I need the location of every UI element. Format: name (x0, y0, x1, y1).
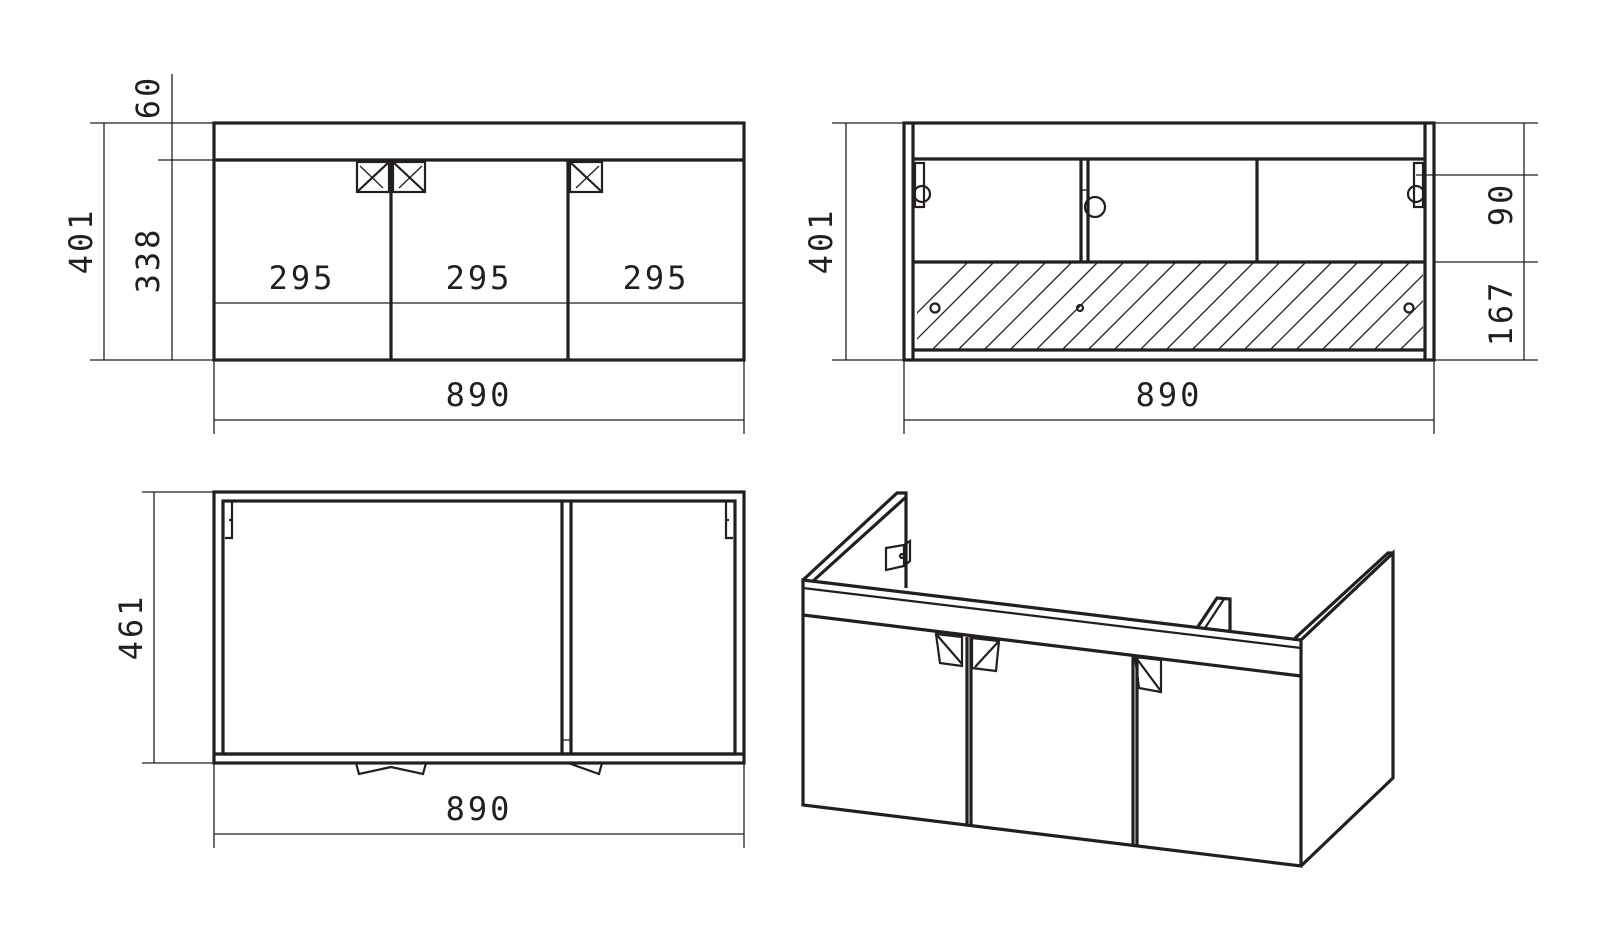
total-height-label: 401 (62, 208, 100, 275)
hatch-line (1139, 262, 1229, 350)
front-outline (212, 121, 746, 362)
back-width-dimension (903, 360, 1435, 434)
iso-left-back-panel (801, 491, 908, 588)
hatch-line (1165, 262, 1255, 350)
hatch-line (1347, 274, 1423, 350)
top-width-dimension (213, 763, 745, 848)
hatch-line (1191, 262, 1281, 350)
hatch-line (1373, 300, 1423, 350)
hatch-line (1295, 262, 1385, 350)
door-handle (355, 160, 391, 194)
hanger-bracket (225, 499, 234, 540)
hatch-line (931, 262, 1021, 350)
hatch-line (1087, 262, 1177, 350)
hatch-line (1399, 326, 1423, 350)
back-total-height-label: 401 (802, 208, 840, 275)
door-width-1-label: 295 (269, 259, 336, 297)
door-width-2-label: 295 (446, 259, 513, 297)
handle-top-view (567, 761, 604, 776)
hanger-bracket (724, 499, 733, 540)
hatch-line (1269, 262, 1359, 350)
iso-right-side (1299, 549, 1395, 868)
mount-hole (929, 302, 941, 314)
front-height-dimensions (90, 74, 214, 361)
hatched-panel (917, 262, 1423, 350)
depth-label: 461 (112, 594, 150, 661)
hatch-line (917, 262, 969, 314)
iso-handle (934, 632, 1001, 673)
door-width-3-label: 295 (623, 259, 690, 297)
door-handle (568, 160, 604, 194)
front-width-label: 890 (446, 376, 513, 414)
top-outline (212, 490, 746, 765)
hanger-bracket (1406, 161, 1426, 209)
hatch-line (1009, 262, 1099, 350)
back-height-dimension (832, 122, 904, 361)
front-width-dimension (213, 360, 745, 434)
hatch-line (983, 262, 1073, 350)
hatch-line (1321, 262, 1411, 350)
mount-hole (1075, 303, 1085, 313)
pipe-hole (1083, 195, 1107, 219)
back-section-dimensions (1416, 122, 1538, 361)
top-width-label: 890 (446, 790, 513, 828)
hatch-line (1243, 262, 1333, 350)
handle-top-view (354, 762, 428, 776)
upper-section-label: 90 (1482, 182, 1520, 227)
top-depth-dimension (142, 491, 214, 764)
door-height-label: 338 (129, 227, 167, 294)
top-view: 461 890 (112, 490, 746, 848)
lower-section-label: 167 (1482, 280, 1520, 347)
hatch-line (917, 262, 995, 340)
back-view: 890 401 90 167 (802, 121, 1538, 434)
hatch-line (1217, 262, 1307, 350)
hanger-bracket (912, 161, 932, 209)
mount-hole (1403, 302, 1415, 314)
back-outline (902, 121, 1436, 362)
isometric-view (801, 491, 1395, 868)
top-thickness-label: 60 (129, 75, 167, 120)
hatch-line (957, 262, 1047, 350)
front-view: 295 295 295 890 401 338 60 (62, 74, 746, 434)
iso-handle (1133, 655, 1163, 694)
back-width-label: 890 (1136, 376, 1203, 414)
hatch-line (1113, 262, 1203, 350)
door-handle (391, 160, 427, 194)
iso-hanger-bracket (884, 538, 912, 572)
hatch-line (1061, 262, 1151, 350)
